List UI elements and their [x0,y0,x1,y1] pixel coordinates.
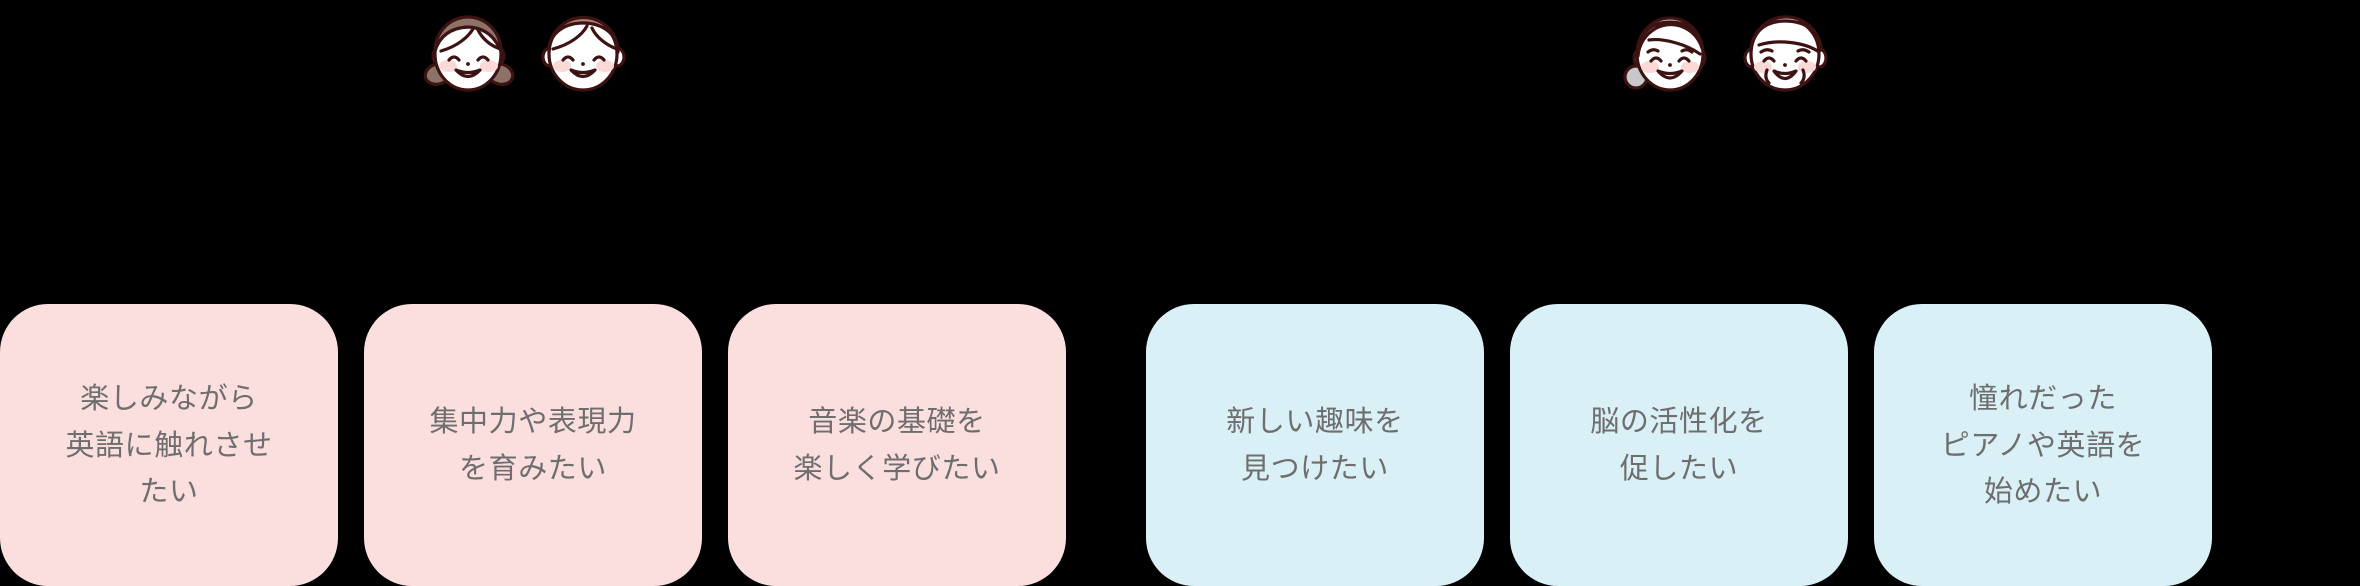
senior-man-avatar-icon [1743,15,1828,92]
boy-child-avatar-icon [541,15,626,92]
goal-card-seniors-2[interactable]: 脳の活性化を 促したい [1510,304,1848,586]
goal-card-text: 楽しみながら 英語に触れさせ たい [65,380,273,509]
goal-card-seniors-3[interactable]: 憧れだった ピアノや英語を 始めたい [1874,304,2212,586]
seniors-card-group: 新しい趣味を 見つけたい 脳の活性化を 促したい 憧れだった ピアノや英語を 始… [1146,304,2212,586]
goal-card-text: 新しい趣味を 見つけたい [1226,404,1404,485]
kids-card-group: 楽しみながら 英語に触れさせ たい 集中力や表現力 を育みたい 音楽の基礎を 楽… [0,304,1066,586]
girl-child-avatar-icon [423,15,515,92]
goal-card-text: 集中力や表現力 を育みたい [429,404,637,485]
goal-card-text: 音楽の基礎を 楽しく学びたい [793,404,1001,485]
seniors-avatar-group [1618,4,1838,104]
goal-card-text: 憧れだった ピアノや英語を 始めたい [1940,380,2146,509]
goal-card-kids-2[interactable]: 集中力や表現力 を育みたい [364,304,702,586]
goal-card-kids-1[interactable]: 楽しみながら 英語に触れさせ たい [0,304,338,586]
goal-cards-row: 楽しみながら 英語に触れさせ たい 集中力や表現力 を育みたい 音楽の基礎を 楽… [0,304,2360,586]
goal-card-seniors-1[interactable]: 新しい趣味を 見つけたい [1146,304,1484,586]
senior-woman-avatar-icon [1623,16,1707,92]
goal-card-kids-3[interactable]: 音楽の基礎を 楽しく学びたい [728,304,1066,586]
kids-avatar-group [416,4,636,104]
goal-card-text: 脳の活性化を 促したい [1590,404,1768,485]
